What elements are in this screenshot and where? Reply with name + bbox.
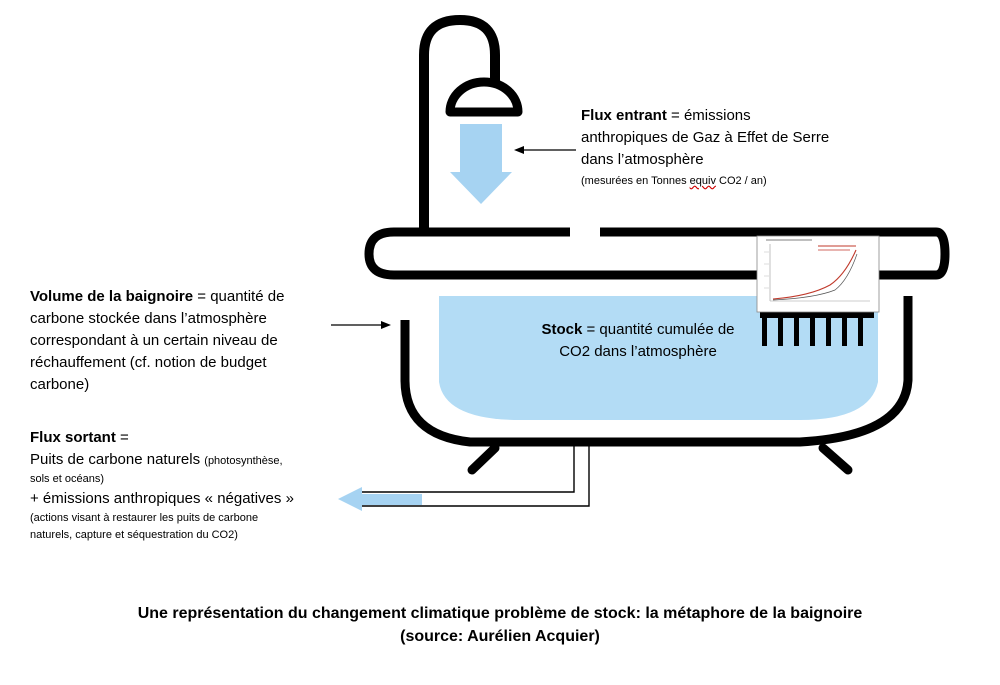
volume-label: Volume de la baignoire = quantité de car… (30, 286, 284, 396)
inflow-label: Flux entrant = émissions anthropiques de… (581, 105, 829, 190)
outflow-line3: sols et océans) (30, 473, 104, 485)
inflow-line1: = émissions (666, 107, 751, 124)
volume-title: Volume de la baignoire (30, 288, 194, 305)
stock-line2: CO2 dans l’atmosphère (559, 343, 717, 360)
volume-line2: carbone stockée dans l’atmosphère (30, 310, 267, 327)
stock-title: Stock (541, 321, 583, 338)
outflow-line5: (actions visant à restaurer les puits de… (30, 512, 259, 524)
volume-pointer-arrow (331, 321, 391, 329)
outflow-line2a: Puits de carbone naturels (30, 451, 205, 468)
inset-chart-icon (756, 235, 880, 313)
caption-line2: (source: Aurélien Acquier) (400, 628, 600, 645)
outflow-label: Flux sortant = Puits de carbone naturels… (30, 427, 294, 544)
inflow-pointer-arrow (514, 146, 576, 154)
volume-line3: correspondant à un certain niveau de (30, 332, 278, 349)
outflow-title: Flux sortant (30, 429, 116, 446)
stock-line1: = quantité cumulée de (582, 321, 735, 338)
inflow-title: Flux entrant (581, 107, 667, 124)
volume-line1: = quantité de (193, 288, 285, 305)
inflow-arrow-icon (450, 124, 512, 204)
outflow-arrow-icon (338, 487, 422, 511)
outflow-line2b: (photosynthèse, (204, 455, 283, 467)
outflow-line1: = (115, 429, 129, 446)
inflow-note-c: CO2 / an) (715, 175, 767, 187)
faucet-icon (419, 14, 523, 232)
inflow-note-a: (mesurées en Tonnes (581, 175, 690, 187)
volume-line5: carbone) (30, 376, 90, 393)
drain-pipe-icon (360, 444, 590, 507)
inflow-line2: anthropiques de Gaz à Effet de Serre (581, 129, 830, 146)
caption-line1: Une représentation du changement climati… (137, 605, 863, 622)
outflow-line6: naturels, capture et séquestration du CO… (30, 529, 238, 541)
inflow-line3: dans l’atmosphère (581, 151, 704, 168)
outflow-line4: + émissions anthropiques « négatives » (30, 490, 294, 507)
inflow-note-b: equiv (689, 175, 716, 187)
stock-label: Stock = quantité cumulée de CO2 dans l’a… (513, 319, 763, 363)
volume-line4: réchauffement (cf. notion de budget (30, 354, 267, 371)
figure-caption: Une représentation du changement climati… (0, 602, 1000, 648)
bathtub-icon (364, 227, 950, 475)
